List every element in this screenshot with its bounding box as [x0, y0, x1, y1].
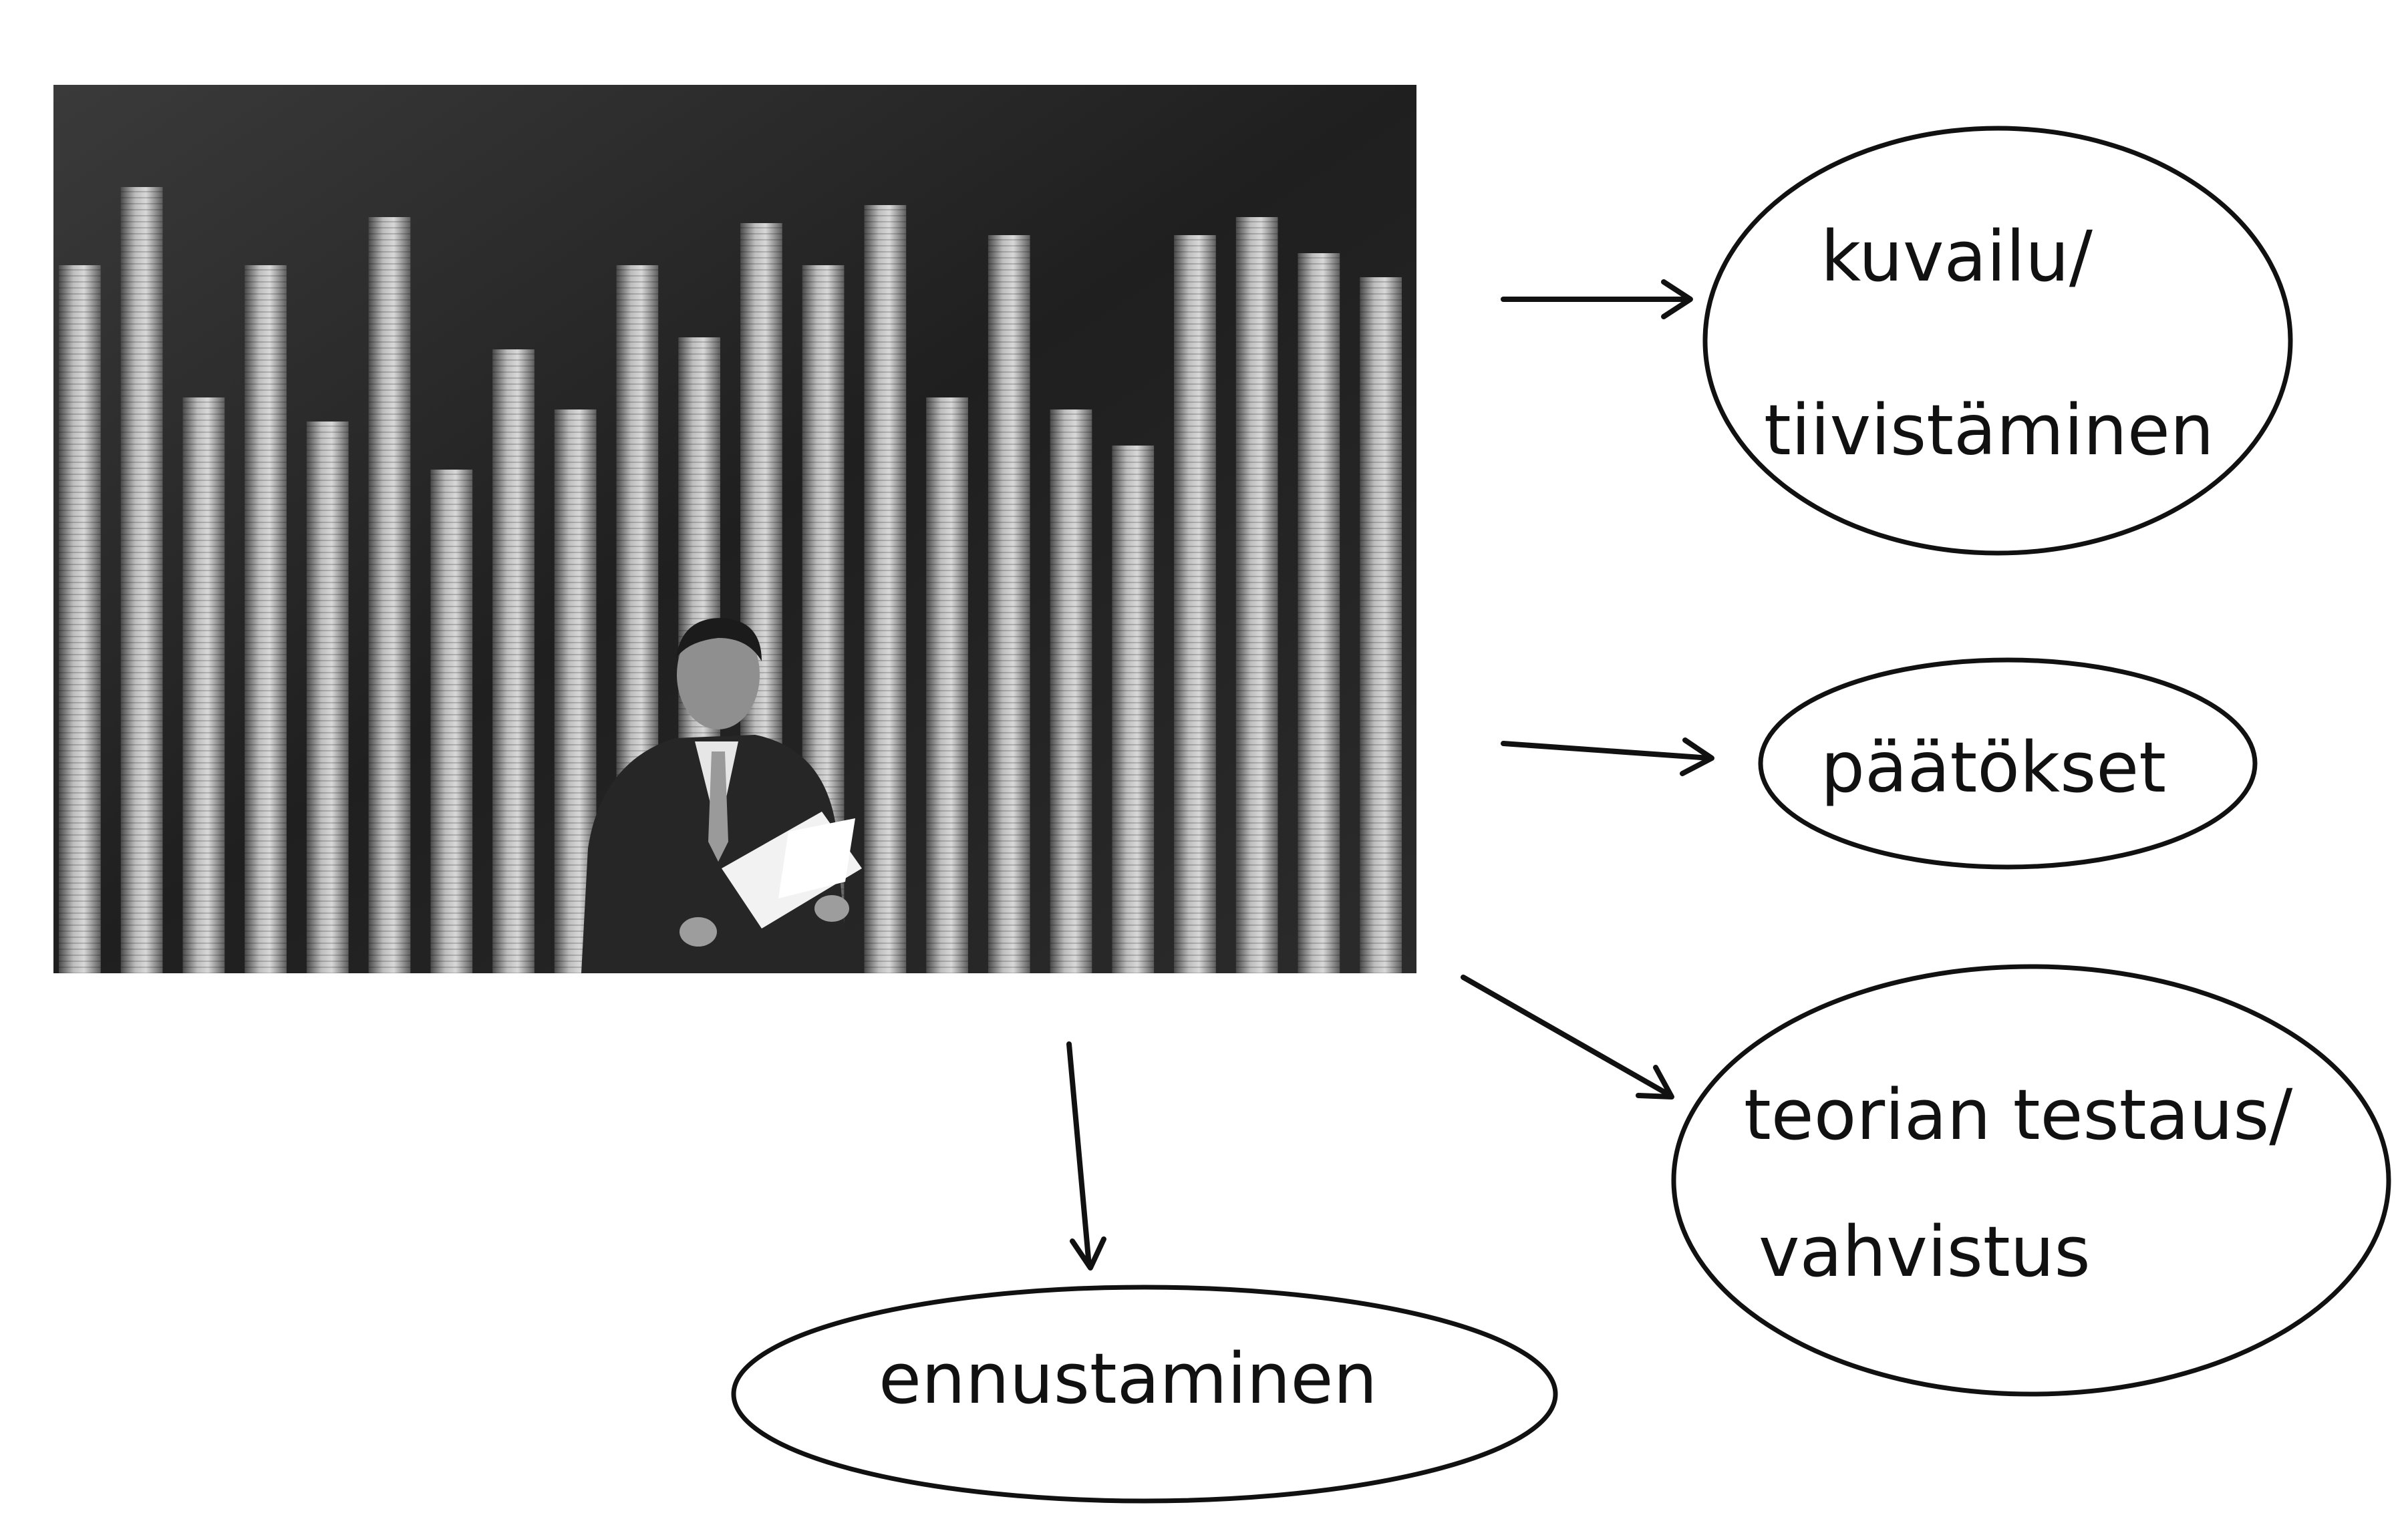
paper-stack-sheets: [306, 422, 349, 973]
paper-stack-sheets: [1174, 235, 1216, 973]
ennustaminen-label: ennustaminen: [879, 1338, 1377, 1419]
paper-stack-sheets: [59, 265, 101, 973]
arrow-to-ennustaminen: [1066, 1041, 1106, 1271]
paper-stack-sheets: [492, 349, 535, 973]
teorian-ellipse: [1671, 964, 2391, 1397]
paatokset-label: päätökset: [1821, 727, 2166, 808]
paper-stack-sheets: [1298, 253, 1340, 973]
arrow-to-teorian: [1461, 975, 1674, 1100]
paper-stack-sheets: [864, 205, 907, 973]
ennustaminen-ellipse: [731, 1285, 1558, 1504]
paper-stack-sheets: [182, 397, 225, 973]
paper-stacks-photo-icon: [53, 85, 1416, 973]
kuvailu-label-line1: kuvailu/: [1821, 216, 2093, 297]
paper-stack-sheets: [988, 235, 1030, 973]
paper-stack-sheets: [1050, 409, 1092, 973]
man-figure: [581, 618, 862, 973]
kuvailu-ellipse: [1702, 126, 2293, 556]
paatokset-ellipse: [1758, 657, 2258, 870]
arrow-to-kuvailu: [1501, 279, 1693, 319]
paper-stacks: [59, 187, 1402, 973]
paper-stack-sheets: [926, 397, 968, 973]
paper-stack-sheets: [1112, 446, 1155, 973]
kuvailu-label-line2: tiivistäminen: [1764, 389, 2214, 471]
teorian-label-line1: teorian testaus/: [1744, 1074, 2293, 1156]
paper-stack-sheets: [245, 265, 287, 973]
paper-stack-sheets: [368, 217, 411, 973]
paper-stack-sheets: [1235, 217, 1278, 973]
paper-stack-sheets: [1360, 277, 1402, 973]
teorian-label-line2: vahvistus: [1759, 1211, 2091, 1293]
paper-stack-sheets: [120, 187, 163, 973]
arrow-to-paatokset: [1501, 737, 1714, 776]
paper-stack-sheets: [430, 470, 473, 973]
